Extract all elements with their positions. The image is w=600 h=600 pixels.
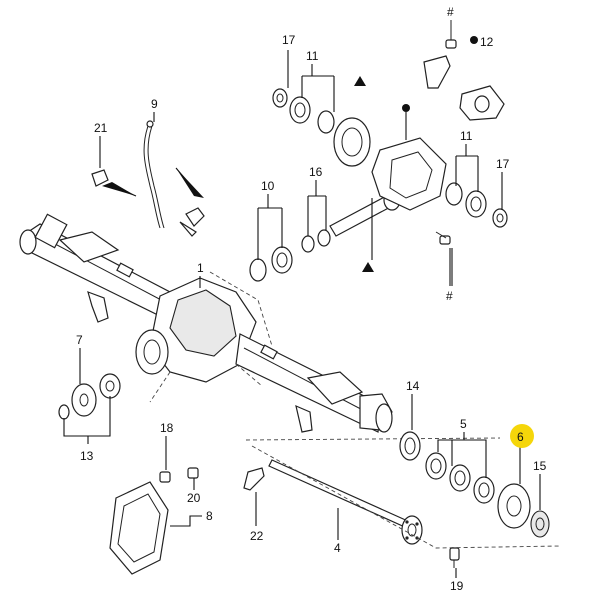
callout-10: 10 — [261, 179, 275, 193]
direction-arrows — [102, 167, 204, 198]
hash-top: # — [447, 5, 454, 19]
bearing-set-5 — [425, 452, 495, 504]
washer-17-right — [492, 208, 508, 228]
callout-5: 5 — [460, 417, 467, 431]
assembly-markers — [354, 36, 478, 272]
spider-gear-12 — [423, 55, 505, 121]
bolt-18 — [159, 471, 171, 483]
vent-22 — [243, 467, 265, 491]
callout-14: 14 — [406, 379, 420, 393]
plug-20 — [187, 467, 199, 479]
fitting-21 — [91, 169, 109, 187]
differential-case — [371, 137, 447, 211]
shims-16 — [301, 229, 331, 253]
brake-flange-7 — [58, 373, 121, 420]
callout-17-right: 17 — [496, 157, 510, 171]
retainer-15 — [530, 510, 550, 538]
callout-16: 16 — [309, 165, 323, 179]
callout-21: 21 — [94, 121, 108, 135]
bolts-hash — [435, 20, 457, 245]
callout-17-top: 17 — [282, 33, 296, 47]
washer-17-left — [272, 88, 288, 108]
callout-13: 13 — [80, 449, 94, 463]
callout-15: 15 — [533, 459, 547, 473]
bearing-11-left — [289, 96, 335, 134]
ring-gear — [333, 117, 371, 167]
callout-9: 9 — [151, 97, 158, 111]
axle-shaft — [268, 459, 423, 545]
brake-hose-9 — [143, 120, 205, 237]
callout-6: 6 — [517, 430, 524, 444]
leader-lines — [63, 50, 541, 578]
callout-11-right: 11 — [460, 129, 473, 143]
callout-7: 7 — [76, 333, 83, 347]
callout-11-top: 11 — [306, 49, 319, 63]
differential-cover-8 — [109, 481, 169, 575]
bearing-10 — [249, 246, 293, 282]
bolt-19 — [449, 547, 460, 568]
callout-18: 18 — [160, 421, 174, 435]
assembly-guide-lines — [149, 271, 273, 403]
highlight-circle — [510, 424, 534, 448]
axle-housing — [19, 213, 393, 433]
callout-8: 8 — [206, 509, 213, 523]
callout-4: 4 — [334, 541, 341, 555]
callout-labels: 17 11 9 21 10 16 11 17 12 # # 1 7 13 14 … — [76, 5, 547, 593]
gasket-6 — [497, 483, 531, 529]
seal-14 — [399, 431, 421, 461]
callout-20: 20 — [187, 491, 201, 505]
callout-22: 22 — [250, 529, 264, 543]
hash-bottom: # — [446, 289, 453, 303]
callout-1: 1 — [197, 261, 204, 275]
callout-12: 12 — [480, 35, 494, 49]
shaft-guide-lines — [245, 437, 561, 549]
callout-19: 19 — [450, 579, 464, 593]
bearing-11-right — [445, 182, 487, 218]
